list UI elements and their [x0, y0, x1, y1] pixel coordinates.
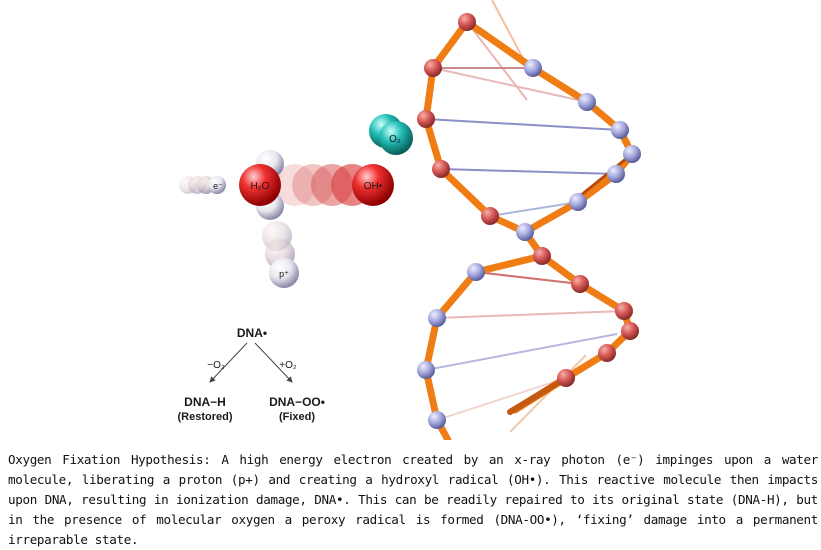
dna-node	[598, 344, 616, 362]
dna-node	[571, 275, 589, 293]
dna-node	[621, 322, 639, 340]
dna-node	[615, 302, 633, 320]
dna-node	[458, 13, 476, 31]
caption-body: A high energy electron created by an x-r…	[8, 452, 818, 547]
electron-label: e⁻	[213, 181, 223, 191]
scheme-arrow-left	[209, 342, 248, 383]
dna-node	[578, 93, 596, 111]
dna-node	[417, 361, 435, 379]
dna-node	[481, 207, 499, 225]
base-pair-rungs	[425, 0, 625, 433]
dna-node	[467, 263, 485, 281]
dna-strand-b-tail	[507, 375, 569, 415]
proton-trail: p⁺	[262, 221, 299, 288]
hydroxyl-sphere	[352, 164, 394, 206]
scheme-minus-o2: −O₂	[207, 360, 225, 371]
scheme-dna-radical: DNA•	[237, 326, 267, 340]
dna-node	[516, 223, 534, 241]
dna-strand-b-shadow	[574, 152, 633, 202]
scheme-dna-h: DNA−H	[184, 395, 226, 409]
scheme-arrow-right	[254, 342, 293, 383]
oxygen-atom	[379, 121, 413, 155]
dna-node	[623, 145, 641, 163]
hydroxyl-label: OH•	[364, 181, 383, 192]
dna-node	[417, 110, 435, 128]
proton	[269, 258, 299, 288]
electron-trail: e⁻	[179, 176, 226, 194]
dna-node	[533, 247, 551, 265]
hydroxyl-trail: OH•	[274, 164, 394, 206]
proton-label: p⁺	[279, 269, 289, 279]
scheme-dna-oo: DNA−OO•	[269, 395, 325, 409]
figure-caption: Oxygen Fixation Hypothesis: A high energ…	[8, 450, 818, 550]
hydroxyl-ghost	[274, 164, 316, 206]
scheme-plus-o2: +O₂	[279, 360, 297, 371]
dna-node	[432, 160, 450, 178]
water-oxygen-atom	[239, 164, 281, 206]
oxygen-label: O₂	[389, 134, 401, 145]
dna-node	[524, 59, 542, 77]
electron	[208, 176, 226, 194]
dna-node	[428, 309, 446, 327]
oxygen-fixation-diagram: O₂ e⁻ OH• H₂O p⁺ DNA• −O₂ +O₂ DNA	[177, 0, 641, 440]
water-label: H₂O	[251, 181, 270, 192]
dna-nodes	[417, 13, 641, 429]
scheme-fixed: (Fixed)	[279, 411, 315, 423]
oxygen-molecule: O₂	[369, 114, 413, 155]
water-molecule: H₂O	[239, 150, 284, 220]
caption-title: Oxygen Fixation Hypothesis:	[8, 452, 211, 467]
dna-node	[428, 411, 446, 429]
reaction-scheme: DNA• −O₂ +O₂ DNA−H (Restored) DNA−OO• (F…	[177, 326, 324, 423]
dna-helix	[417, 0, 641, 440]
dna-node	[569, 193, 587, 211]
dna-node	[611, 121, 629, 139]
dna-node	[607, 165, 625, 183]
scheme-restored: (Restored)	[177, 411, 232, 423]
dna-node	[424, 59, 442, 77]
dna-node	[557, 369, 575, 387]
